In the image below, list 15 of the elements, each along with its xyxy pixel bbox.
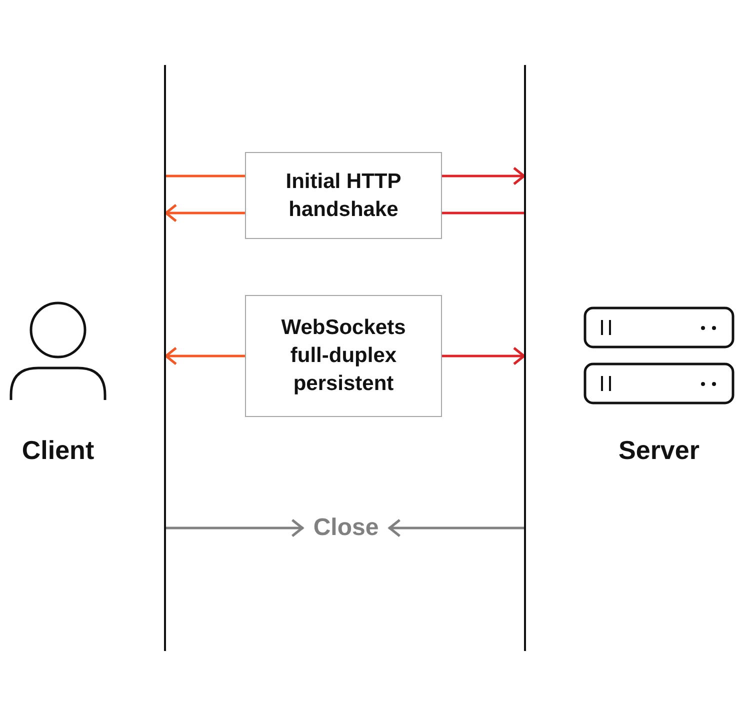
box-label: WebSockets full-duplex persistent [280, 315, 407, 397]
box-label: Initial HTTP handshake [284, 168, 402, 222]
arrow [442, 346, 526, 366]
arrow [164, 204, 245, 222]
server-label: Server [618, 435, 700, 466]
arrow [442, 166, 526, 186]
message-box [245, 152, 442, 239]
message-box [245, 295, 442, 417]
arrow [165, 518, 304, 538]
arrow [164, 346, 245, 366]
arrow [388, 518, 525, 538]
lifeline [524, 65, 526, 651]
close-label: Close [313, 514, 379, 542]
client-label: Client [20, 435, 96, 466]
lifeline [164, 65, 166, 651]
